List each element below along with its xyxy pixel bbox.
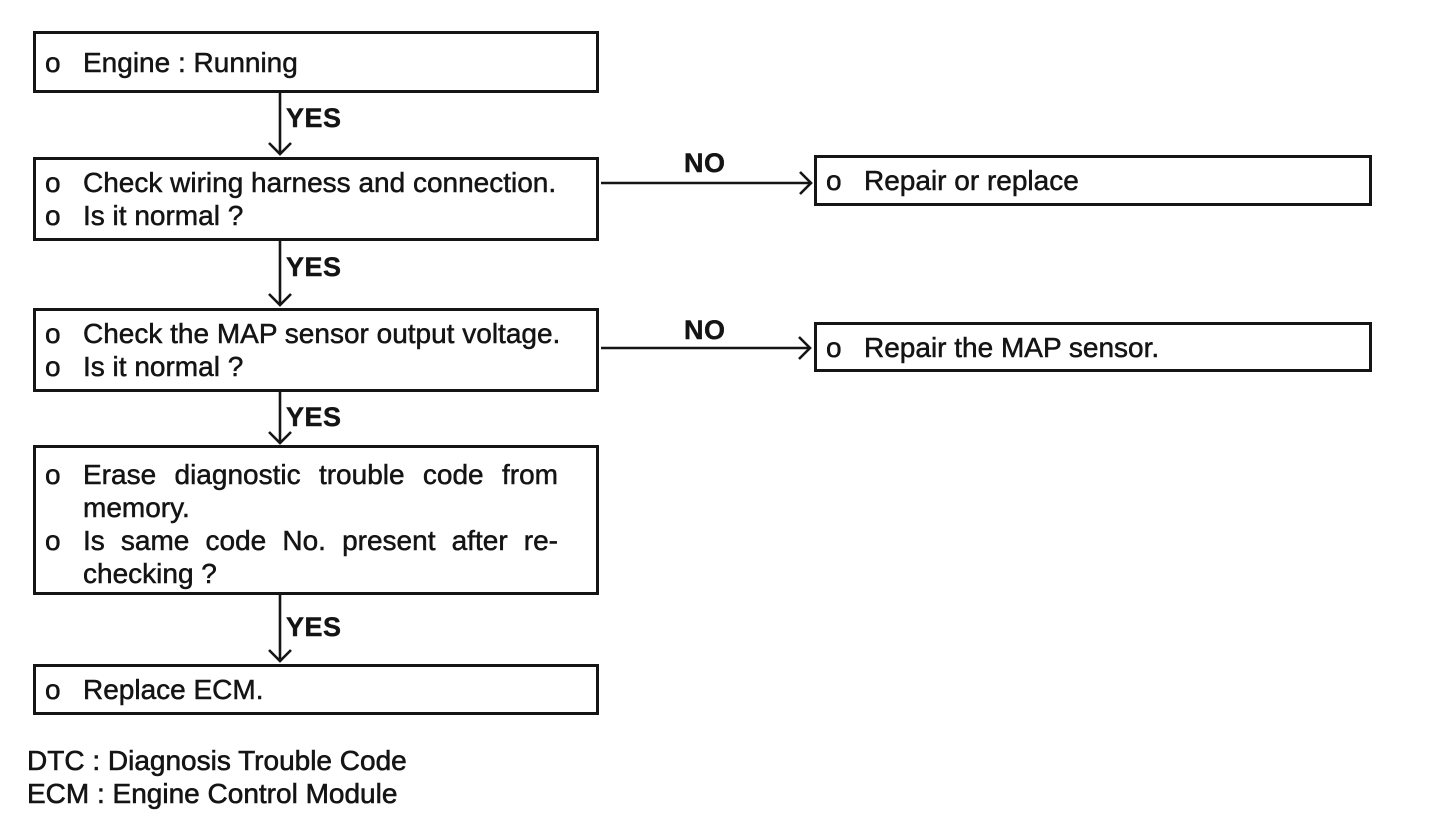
bullet-marker: o (45, 351, 61, 383)
bullet-marker: o (45, 674, 61, 706)
checklist-item: o Is it normal ? (45, 199, 590, 232)
no-arrow-right-1 (601, 171, 813, 195)
item-text: Erase diagnostic trouble code from memor… (83, 459, 559, 524)
bullet-marker: o (45, 46, 61, 78)
flow-box-engine-running: o Engine : Running (33, 31, 599, 93)
no-arrow-right-2 (601, 336, 812, 360)
checklist-item: o Is it normal ? (45, 350, 590, 383)
flow-box-replace-ecm: o Replace ECM. (33, 664, 599, 715)
flow-box-repair-map-sensor: o Repair the MAP sensor. (814, 322, 1372, 372)
item-text: Check the MAP sensor output voltage. (83, 318, 561, 350)
arrowhead-right-icon (799, 171, 813, 195)
checklist-item: o Replace ECM. (45, 673, 590, 706)
item-text: Check wiring harness and connection. (83, 167, 557, 199)
arrowhead-down-icon (268, 431, 292, 445)
checklist-item: o Check wiring harness and connection. (45, 166, 590, 199)
bullet-marker: o (45, 167, 61, 199)
yes-label-4: YES (286, 612, 342, 642)
bullet-marker: o (45, 459, 61, 491)
item-text: Is it normal ? (83, 200, 244, 232)
checklist-item: o Engine : Running (45, 46, 590, 79)
checklist-item: o Repair or replace (826, 164, 1363, 197)
yes-arrow-down-1 (268, 93, 292, 156)
footnotes: DTC : Diagnosis Trouble Code ECM : Engin… (27, 744, 407, 810)
checklist-item: o Check the MAP sensor output voltage. (45, 317, 590, 350)
yes-label-2: YES (286, 252, 342, 282)
bullet-marker: o (45, 525, 61, 557)
flow-box-check-map-voltage: o Check the MAP sensor output voltage. o… (33, 308, 599, 392)
no-label-2: NO (684, 315, 726, 345)
arrowhead-down-icon (268, 142, 292, 156)
item-text: Is it normal ? (83, 351, 244, 383)
yes-arrow-down-4 (268, 595, 292, 663)
item-text: Is same code No. present after re-checki… (83, 525, 559, 590)
item-text: Replace ECM. (83, 674, 264, 706)
yes-arrow-down-3 (268, 392, 292, 445)
yes-label-3: YES (286, 402, 342, 432)
checklist-item: o Is same code No. present after re-chec… (45, 524, 558, 590)
bullet-marker: o (826, 331, 842, 363)
item-text: Repair or replace (864, 165, 1079, 197)
item-text: Engine : Running (83, 46, 298, 78)
no-label-1: NO (684, 148, 726, 178)
bullet-marker: o (826, 165, 842, 197)
yes-arrow-down-2 (268, 241, 292, 307)
checklist-item: o Erase diagnostic trouble code from mem… (45, 458, 558, 524)
footnote-dtc: DTC : Diagnosis Trouble Code (27, 745, 407, 777)
yes-label-1: YES (286, 103, 342, 133)
checklist-item: o Repair the MAP sensor. (826, 331, 1363, 364)
bullet-marker: o (45, 200, 61, 232)
arrowhead-down-icon (268, 293, 292, 307)
flow-box-check-wiring: o Check wiring harness and connection. o… (33, 157, 599, 241)
arrowhead-down-icon (268, 649, 292, 663)
arrowhead-right-icon (798, 336, 812, 360)
flow-box-repair-or-replace: o Repair or replace (814, 155, 1372, 206)
item-text: Repair the MAP sensor. (864, 331, 1160, 363)
bullet-marker: o (45, 318, 61, 350)
footnote-ecm: ECM : Engine Control Module (27, 778, 398, 810)
flow-box-erase-dtc: o Erase diagnostic trouble code from mem… (33, 445, 599, 595)
